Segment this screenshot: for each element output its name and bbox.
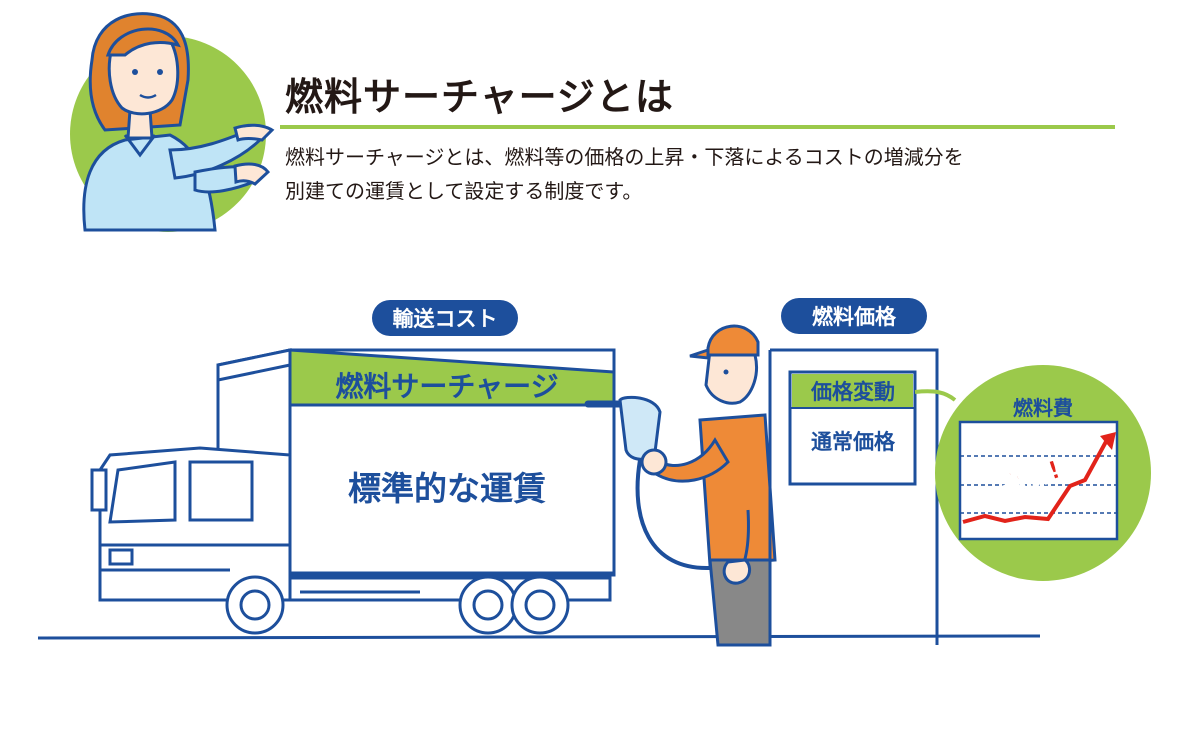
- description-line-1: 燃料サーチャージとは、燃料等の価格の上昇・下落によるコストの増減分を: [285, 145, 964, 169]
- price-badge-label: 燃料価格: [812, 305, 897, 329]
- truck: [90, 348, 616, 635]
- title-underline: [280, 125, 1115, 129]
- bubble-connector: [914, 389, 957, 402]
- truck-badge: [372, 300, 518, 336]
- front-wheel: [225, 575, 285, 635]
- hand-lower: [233, 162, 271, 186]
- price-change-label: 価格変動: [810, 380, 895, 404]
- hand-upper: [233, 123, 275, 142]
- cap: [706, 324, 760, 357]
- price-change-row: [792, 374, 913, 408]
- description: 燃料サーチャージとは、燃料等の価格の上昇・下落によるコストの増減分を 別建ての運…: [285, 140, 964, 208]
- attendant: [640, 324, 777, 647]
- description-line-2: 別建ての運賃として設定する制度です。: [285, 179, 643, 203]
- truck-badge-label: 輸送コスト: [393, 307, 498, 331]
- rising-price-line: [962, 437, 1110, 524]
- bubble-title: 燃料費: [1013, 396, 1073, 420]
- truck-main-label: 標準的な運賃: [348, 469, 546, 508]
- normal-price-label: 通常価格: [811, 430, 896, 454]
- rear-wheel-2: [510, 575, 570, 635]
- fuel-cost-bubble: [935, 365, 1151, 581]
- truck-top-label: 燃料サーチャージ: [335, 370, 558, 403]
- fuel-pump: [768, 348, 939, 645]
- ground-line: [37, 634, 1041, 640]
- price-badge: [781, 298, 927, 334]
- presenter-illustration: [70, 12, 275, 232]
- page-title: 燃料サーチャージとは: [285, 75, 674, 119]
- rear-wheel-1: [458, 575, 518, 635]
